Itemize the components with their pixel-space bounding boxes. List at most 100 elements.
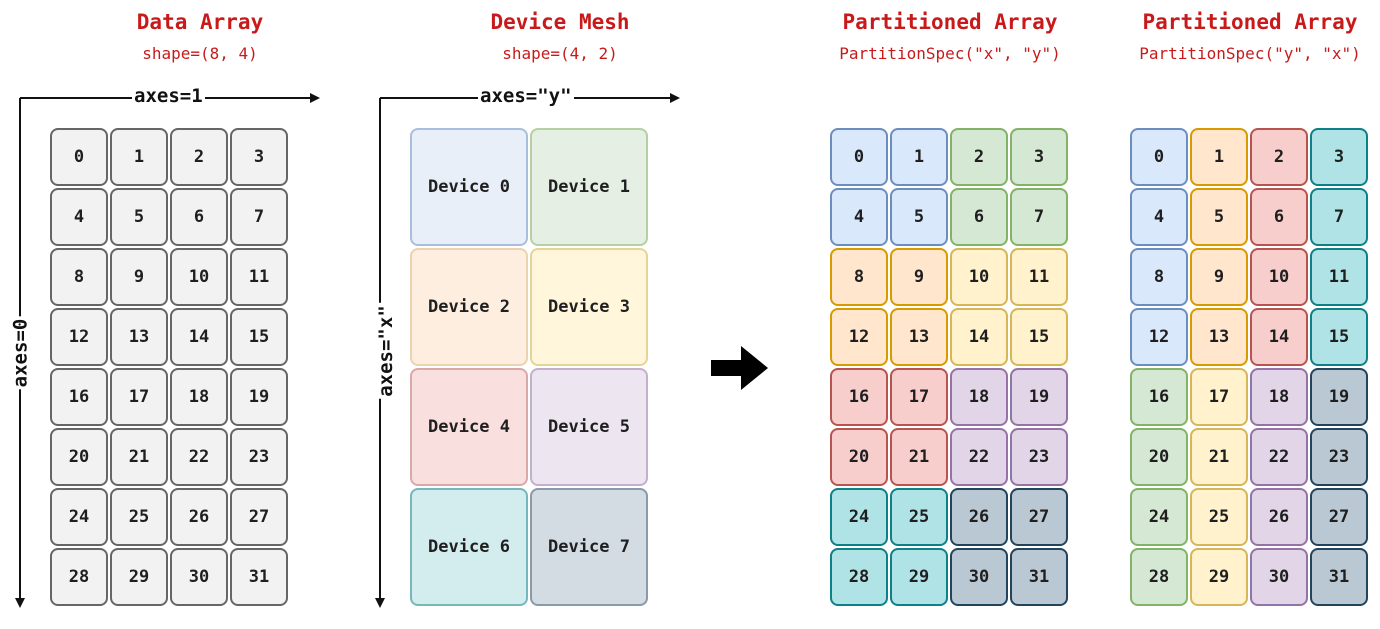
device-2: Device 2 bbox=[410, 248, 528, 366]
partitioned-yx-cell: 9 bbox=[1190, 248, 1248, 306]
data-array-cell: 17 bbox=[110, 368, 168, 426]
partitioned-xy-cell: 8 bbox=[830, 248, 888, 306]
partitioned-xy-cell: 12 bbox=[830, 308, 888, 366]
data-array-cell: 3 bbox=[230, 128, 288, 186]
partitioned-xy-cell: 25 bbox=[890, 488, 948, 546]
partitioned-yx-cell: 18 bbox=[1250, 368, 1308, 426]
data-array-axis0-label: axes=0 bbox=[9, 316, 32, 390]
device-5: Device 5 bbox=[530, 368, 648, 486]
partitioned-yx-cell: 13 bbox=[1190, 308, 1248, 366]
partitioned-yx-cell: 3 bbox=[1310, 128, 1368, 186]
partitioned-xy-cell: 1 bbox=[890, 128, 948, 186]
partitioned-xy-cell: 11 bbox=[1010, 248, 1068, 306]
partitioned-xy-cell: 31 bbox=[1010, 548, 1068, 606]
partitioned-xy-cell: 24 bbox=[830, 488, 888, 546]
data-array-cell: 13 bbox=[110, 308, 168, 366]
partitioned-xy-cell: 7 bbox=[1010, 188, 1068, 246]
partitioned-yx-cell: 30 bbox=[1250, 548, 1308, 606]
partitioned-xy-subtitle: PartitionSpec("x", "y") bbox=[839, 44, 1061, 63]
partitioned-xy-title: Partitioned Array bbox=[842, 10, 1058, 34]
partitioned-yx-cell: 26 bbox=[1250, 488, 1308, 546]
data-array-cell: 11 bbox=[230, 248, 288, 306]
data-array-cell: 19 bbox=[230, 368, 288, 426]
partitioned-xy-cell: 27 bbox=[1010, 488, 1068, 546]
data-array-cell: 26 bbox=[170, 488, 228, 546]
device-mesh-axis-x-label: axes="x" bbox=[374, 303, 397, 399]
data-array-cell: 8 bbox=[50, 248, 108, 306]
data-array-title: Data Array bbox=[136, 10, 264, 34]
partitioned-yx-cell: 10 bbox=[1250, 248, 1308, 306]
partitioned-xy-cell: 4 bbox=[830, 188, 888, 246]
partitioned-yx-cell: 27 bbox=[1310, 488, 1368, 546]
partitioned-yx-cell: 2 bbox=[1250, 128, 1308, 186]
device-3: Device 3 bbox=[530, 248, 648, 366]
partitioned-xy-cell: 21 bbox=[890, 428, 948, 486]
partitioned-xy-cell: 16 bbox=[830, 368, 888, 426]
data-array-cell: 23 bbox=[230, 428, 288, 486]
partitioned-yx-subtitle: PartitionSpec("y", "x") bbox=[1139, 44, 1361, 63]
data-array-cell: 25 bbox=[110, 488, 168, 546]
partitioned-yx-cell: 24 bbox=[1130, 488, 1188, 546]
data-array-cell: 28 bbox=[50, 548, 108, 606]
data-array-cell: 20 bbox=[50, 428, 108, 486]
partitioned-yx-cell: 21 bbox=[1190, 428, 1248, 486]
right-arrow-icon bbox=[711, 346, 768, 390]
data-array-cell: 5 bbox=[110, 188, 168, 246]
partitioned-yx-cell: 12 bbox=[1130, 308, 1188, 366]
partitioned-yx-cell: 28 bbox=[1130, 548, 1188, 606]
partitioned-yx-cell: 20 bbox=[1130, 428, 1188, 486]
data-array-cell: 18 bbox=[170, 368, 228, 426]
partitioned-yx-cell: 25 bbox=[1190, 488, 1248, 546]
data-array-cell: 6 bbox=[170, 188, 228, 246]
device-0: Device 0 bbox=[410, 128, 528, 246]
partitioned-yx-cell: 14 bbox=[1250, 308, 1308, 366]
partitioned-xy-cell: 30 bbox=[950, 548, 1008, 606]
partitioned-xy-cell: 10 bbox=[950, 248, 1008, 306]
partitioned-xy-cell: 22 bbox=[950, 428, 1008, 486]
partitioned-yx-cell: 15 bbox=[1310, 308, 1368, 366]
partitioned-yx-cell: 11 bbox=[1310, 248, 1368, 306]
data-array-cell: 24 bbox=[50, 488, 108, 546]
partitioned-yx-cell: 6 bbox=[1250, 188, 1308, 246]
partitioned-yx-cell: 17 bbox=[1190, 368, 1248, 426]
data-array-cell: 16 bbox=[50, 368, 108, 426]
partitioned-yx-cell: 8 bbox=[1130, 248, 1188, 306]
data-array-cell: 29 bbox=[110, 548, 168, 606]
data-array-cell: 1 bbox=[110, 128, 168, 186]
data-array-axis1-label: axes=1 bbox=[132, 85, 205, 107]
partitioned-yx-cell: 31 bbox=[1310, 548, 1368, 606]
data-array-cell: 22 bbox=[170, 428, 228, 486]
partitioned-xy-cell: 18 bbox=[950, 368, 1008, 426]
partitioned-yx-cell: 23 bbox=[1310, 428, 1368, 486]
device-mesh-axis-y-label: axes="y" bbox=[478, 85, 574, 107]
partitioned-xy-cell: 6 bbox=[950, 188, 1008, 246]
partitioned-xy-cell: 28 bbox=[830, 548, 888, 606]
partitioned-yx-cell: 4 bbox=[1130, 188, 1188, 246]
partitioned-xy-cell: 26 bbox=[950, 488, 1008, 546]
data-array-cell: 14 bbox=[170, 308, 228, 366]
data-array-cell: 0 bbox=[50, 128, 108, 186]
partitioned-xy-cell: 3 bbox=[1010, 128, 1068, 186]
partitioned-xy-cell: 13 bbox=[890, 308, 948, 366]
partitioned-yx-cell: 1 bbox=[1190, 128, 1248, 186]
partitioned-yx-cell: 0 bbox=[1130, 128, 1188, 186]
partitioned-xy-cell: 2 bbox=[950, 128, 1008, 186]
partitioned-yx-cell: 19 bbox=[1310, 368, 1368, 426]
partitioned-xy-cell: 9 bbox=[890, 248, 948, 306]
partitioned-yx-cell: 5 bbox=[1190, 188, 1248, 246]
partitioned-xy-cell: 14 bbox=[950, 308, 1008, 366]
data-array-cell: 21 bbox=[110, 428, 168, 486]
partitioned-xy-cell: 17 bbox=[890, 368, 948, 426]
data-array-cell: 10 bbox=[170, 248, 228, 306]
data-array-cell: 7 bbox=[230, 188, 288, 246]
partitioned-xy-cell: 19 bbox=[1010, 368, 1068, 426]
partitioned-yx-cell: 22 bbox=[1250, 428, 1308, 486]
device-mesh-subtitle: shape=(4, 2) bbox=[502, 44, 618, 63]
data-array-cell: 2 bbox=[170, 128, 228, 186]
data-array-subtitle: shape=(8, 4) bbox=[142, 44, 258, 63]
partitioned-yx-cell: 16 bbox=[1130, 368, 1188, 426]
